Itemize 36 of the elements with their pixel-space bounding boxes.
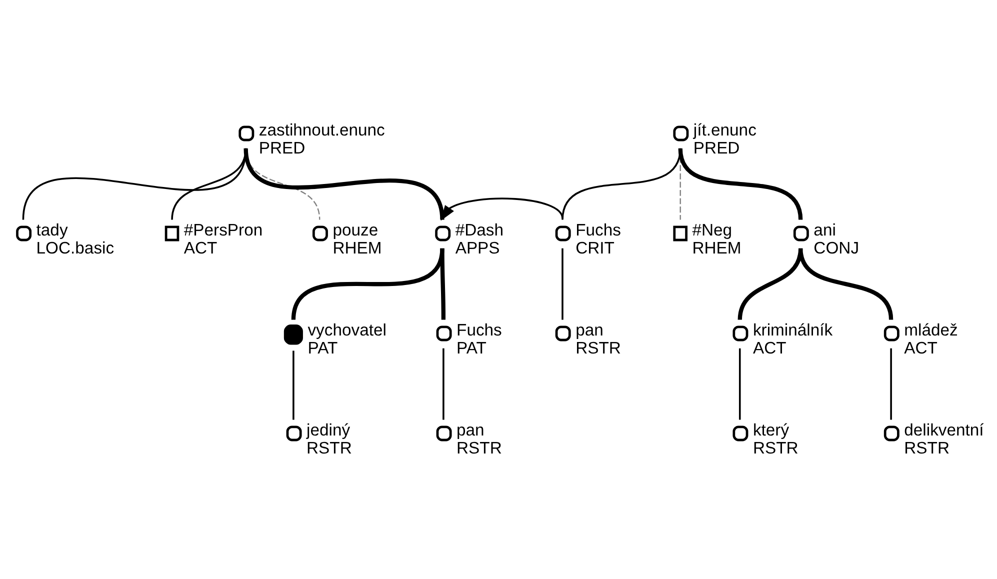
node-label: ACT — [184, 238, 218, 257]
node-label: zastihnout.enunc — [258, 120, 385, 139]
node-label: ACT — [904, 338, 938, 357]
node-label: CRIT — [576, 238, 614, 257]
node-label: kriminálník — [752, 320, 833, 339]
node-label: CONJ — [814, 238, 860, 257]
node-label: RHEM — [332, 238, 382, 257]
node-label: delikventní — [904, 420, 984, 439]
node-label: PRED — [258, 138, 306, 157]
node-label: pouze — [332, 220, 378, 239]
node-label: který — [752, 420, 790, 439]
node-label: jít.enunc — [693, 120, 756, 139]
node-label: RSTR — [306, 438, 352, 457]
node-label: LOC.basic — [36, 238, 114, 257]
node-label: jediný — [306, 420, 350, 439]
node-label: vychovatel — [308, 320, 386, 339]
node-label: ACT — [752, 338, 786, 357]
node-label: PAT — [308, 338, 338, 357]
node-label: pan — [576, 320, 604, 339]
node-label: PAT — [456, 338, 486, 357]
node-label: tady — [36, 220, 68, 239]
node-label: #Neg — [692, 220, 732, 239]
node-label: pan — [456, 420, 484, 439]
node-label: RSTR — [456, 438, 502, 457]
node-label: RHEM — [692, 238, 742, 257]
node-label: Fuchs — [576, 220, 621, 239]
node-label: APPS — [455, 238, 500, 257]
node-label: RSTR — [904, 438, 950, 457]
node-label: #PersPron — [184, 220, 263, 239]
node-label: Fuchs — [456, 320, 502, 339]
node-label: #Dash — [455, 220, 504, 239]
node-label: ani — [814, 220, 836, 239]
node-label: RSTR — [576, 338, 621, 357]
node-label: mládež — [904, 320, 958, 339]
node-label: PRED — [693, 138, 740, 157]
node-label: RSTR — [752, 438, 798, 457]
